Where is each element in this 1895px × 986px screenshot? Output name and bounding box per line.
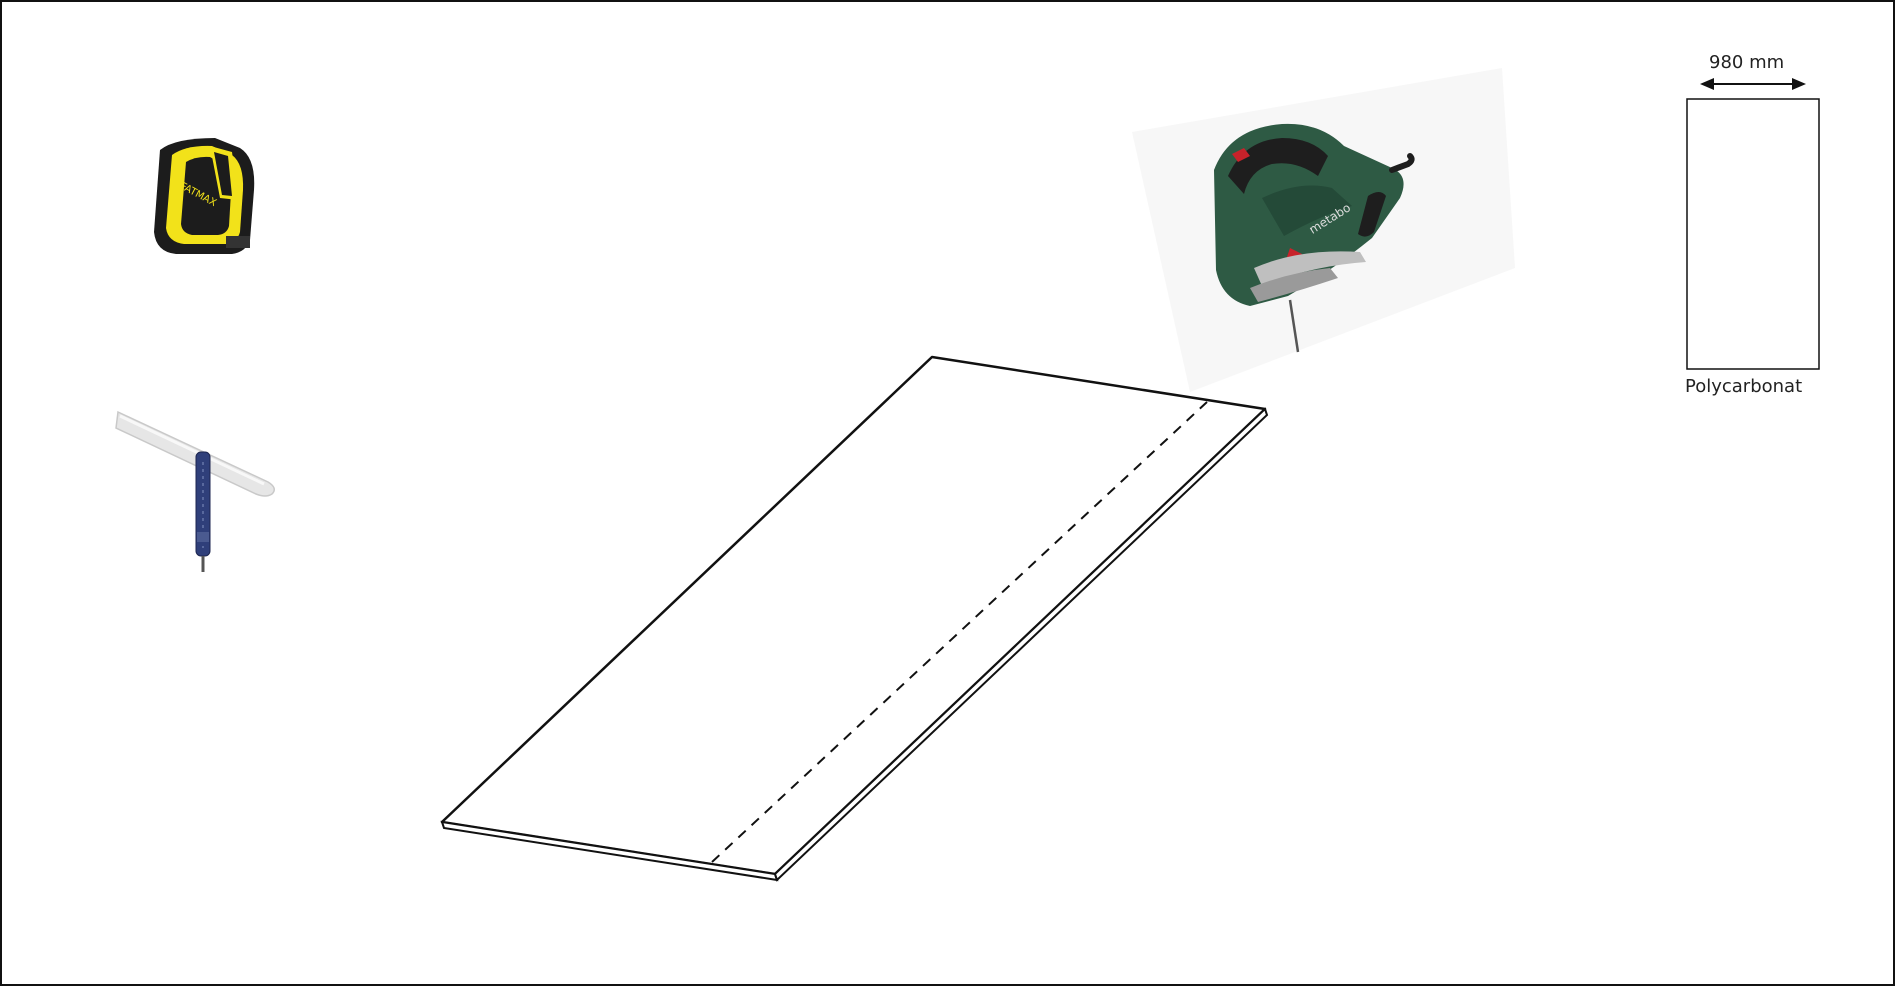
dimension-label: 980 mm: [1709, 52, 1784, 73]
material-label: Polycarbonat: [1685, 376, 1802, 397]
material-reference-rect: [1687, 99, 1819, 369]
dimension-arrow: [1700, 78, 1806, 90]
tape-measure-icon: FATMAX: [154, 138, 254, 254]
polycarbonate-sheet: [442, 357, 1267, 880]
bevel-square-icon: [116, 412, 274, 572]
jigsaw-icon: metabo: [1132, 68, 1515, 392]
